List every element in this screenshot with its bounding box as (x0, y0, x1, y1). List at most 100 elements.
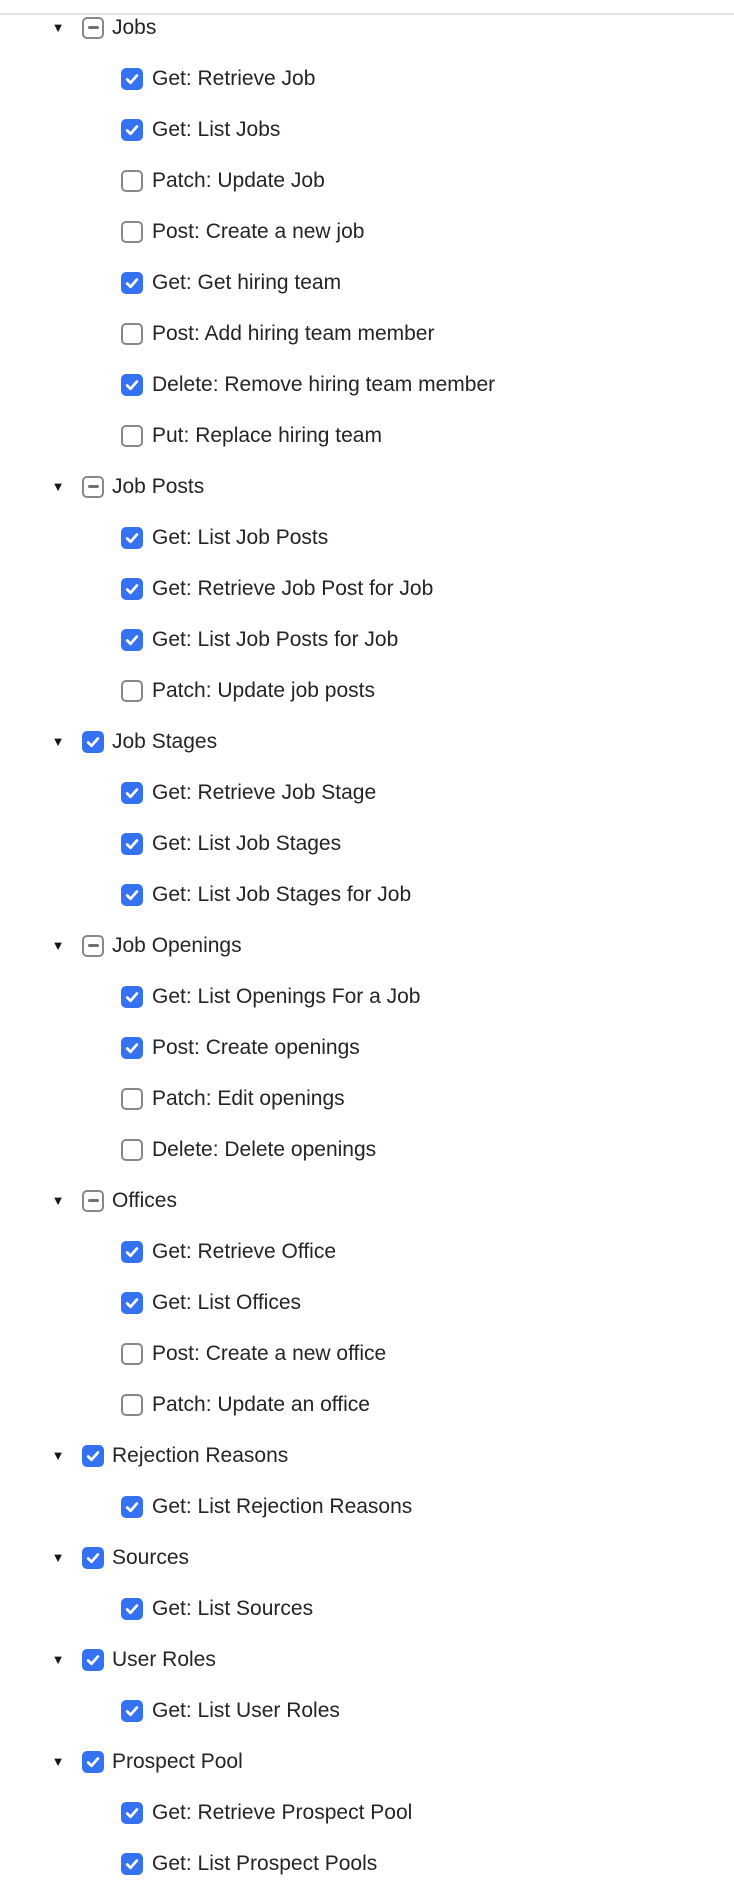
checkmark-icon (86, 1450, 100, 1461)
endpoint-checkbox[interactable] (121, 628, 143, 651)
tree-section-row[interactable]: ▼Jobs (0, 2, 495, 53)
endpoint-checkbox[interactable] (121, 1240, 143, 1263)
endpoint-checkbox[interactable] (121, 1393, 143, 1416)
endpoint-checkbox[interactable] (121, 1699, 143, 1722)
endpoint-checkbox[interactable] (121, 118, 143, 141)
tree-endpoint-row[interactable]: Post: Add hiring team member (0, 308, 495, 359)
top-divider (0, 13, 734, 15)
tree-endpoint-row[interactable]: Get: List Job Stages (0, 818, 495, 869)
triangle-down-icon[interactable]: ▼ (51, 734, 65, 749)
endpoint-checkbox[interactable] (121, 1597, 143, 1620)
checkmark-icon (125, 1042, 139, 1053)
checkmark-icon (125, 532, 139, 543)
endpoint-checkbox[interactable] (121, 1342, 143, 1365)
tree-endpoint-row[interactable]: Get: Retrieve Job (0, 53, 495, 104)
endpoint-checkbox[interactable] (121, 832, 143, 855)
endpoint-checkbox[interactable] (121, 1036, 143, 1059)
tree-section-row[interactable]: ▼Job Openings (0, 920, 495, 971)
endpoint-checkbox[interactable] (121, 1495, 143, 1518)
endpoint-checkbox[interactable] (121, 373, 143, 396)
triangle-down-icon[interactable]: ▼ (51, 1193, 65, 1208)
endpoint-checkbox[interactable] (121, 781, 143, 804)
tree-endpoint-row[interactable]: Get: List Sources (0, 1583, 495, 1634)
tree-section-row[interactable]: ▼Prospect Pool (0, 1736, 495, 1787)
tree-endpoint-row[interactable]: Patch: Update an office (0, 1379, 495, 1430)
tree-endpoint-row[interactable]: Patch: Edit openings (0, 1073, 495, 1124)
triangle-down-icon[interactable]: ▼ (51, 1550, 65, 1565)
tree-endpoint-row[interactable]: Get: List Offices (0, 1277, 495, 1328)
tree-endpoint-row[interactable]: Get: List Openings For a Job (0, 971, 495, 1022)
endpoint-checkbox[interactable] (121, 883, 143, 906)
tree-endpoint-row[interactable]: Get: Retrieve Office (0, 1226, 495, 1277)
tree-section-row[interactable]: ▼Job Stages (0, 716, 495, 767)
tree-section-row[interactable]: ▼Rejection Reasons (0, 1430, 495, 1481)
endpoint-checkbox[interactable] (121, 220, 143, 243)
triangle-down-icon[interactable]: ▼ (51, 1652, 65, 1667)
endpoint-checkbox[interactable] (121, 424, 143, 447)
tree-endpoint-row[interactable]: Get: List Job Posts for Job (0, 614, 495, 665)
triangle-down-icon[interactable]: ▼ (51, 479, 65, 494)
triangle-down-icon[interactable]: ▼ (51, 1754, 65, 1769)
tree-endpoint-row[interactable]: Post: Create openings (0, 1022, 495, 1073)
endpoint-checkbox[interactable] (121, 985, 143, 1008)
tree-endpoint-row[interactable]: Get: List Job Posts (0, 512, 495, 563)
tree-endpoint-row[interactable]: Patch: Update job posts (0, 665, 495, 716)
tree-endpoint-row[interactable]: Get: List Jobs (0, 104, 495, 155)
triangle-down-icon[interactable]: ▼ (51, 938, 65, 953)
tree-endpoint-row[interactable]: Get: List Prospect Pools (0, 1838, 495, 1889)
tree-endpoint-row[interactable]: Get: List Job Stages for Job (0, 869, 495, 920)
endpoint-label: Get: List Openings For a Job (152, 984, 421, 1008)
checkmark-icon (86, 736, 100, 747)
tree-endpoint-row[interactable]: Get: Retrieve Job Post for Job (0, 563, 495, 614)
section-checkbox[interactable] (82, 16, 104, 39)
tree-endpoint-row[interactable]: Get: List User Roles (0, 1685, 495, 1736)
endpoint-label: Post: Add hiring team member (152, 321, 435, 345)
endpoint-checkbox[interactable] (121, 1801, 143, 1824)
endpoint-checkbox[interactable] (121, 1291, 143, 1314)
tree-endpoint-row[interactable]: Get: List Rejection Reasons (0, 1481, 495, 1532)
endpoint-checkbox[interactable] (121, 271, 143, 294)
checkmark-icon (125, 991, 139, 1002)
endpoint-checkbox[interactable] (121, 1852, 143, 1875)
section-checkbox[interactable] (82, 475, 104, 498)
tree-endpoint-row[interactable]: Post: Create a new job (0, 206, 495, 257)
section-checkbox[interactable] (82, 1444, 104, 1467)
checkmark-icon (86, 1552, 100, 1563)
section-checkbox[interactable] (82, 934, 104, 957)
triangle-down-icon[interactable]: ▼ (51, 1448, 65, 1463)
section-checkbox[interactable] (82, 1189, 104, 1212)
tree-endpoint-row[interactable]: Delete: Remove hiring team member (0, 359, 495, 410)
endpoint-checkbox[interactable] (121, 577, 143, 600)
tree-endpoint-row[interactable]: Get: Get hiring team (0, 257, 495, 308)
endpoint-checkbox[interactable] (121, 67, 143, 90)
tree-endpoint-row[interactable]: Get: Retrieve Job Stage (0, 767, 495, 818)
endpoint-checkbox[interactable] (121, 322, 143, 345)
tree-section-row[interactable]: ▼User Roles (0, 1634, 495, 1685)
endpoint-checkbox[interactable] (121, 1087, 143, 1110)
endpoint-label: Get: Retrieve Job Stage (152, 780, 377, 804)
section-checkbox[interactable] (82, 1546, 104, 1569)
tree-endpoint-row[interactable]: Delete: Delete openings (0, 1124, 495, 1175)
endpoint-label: Delete: Remove hiring team member (152, 372, 496, 396)
section-checkbox[interactable] (82, 1750, 104, 1773)
tree-section-row[interactable]: ▼Offices (0, 1175, 495, 1226)
endpoint-checkbox[interactable] (121, 526, 143, 549)
tree-endpoint-row[interactable]: Put: Replace hiring team (0, 410, 495, 461)
section-checkbox[interactable] (82, 730, 104, 753)
section-checkbox[interactable] (82, 1648, 104, 1671)
checkmark-icon (125, 1858, 139, 1869)
tree-endpoint-row[interactable]: Patch: Update Job (0, 155, 495, 206)
tree-section-row[interactable]: ▼Job Posts (0, 461, 495, 512)
triangle-down-icon[interactable]: ▼ (51, 20, 65, 35)
tree-section-row[interactable]: ▼Sources (0, 1532, 495, 1583)
endpoint-label: Patch: Update job posts (152, 678, 375, 702)
tree-endpoint-row[interactable]: Post: Create a new office (0, 1328, 495, 1379)
endpoint-checkbox[interactable] (121, 169, 143, 192)
endpoint-checkbox[interactable] (121, 1138, 143, 1161)
endpoint-checkbox[interactable] (121, 679, 143, 702)
checkmark-icon (125, 634, 139, 645)
checkmark-icon (125, 889, 139, 900)
tree-endpoint-row[interactable]: Get: Retrieve Prospect Pool (0, 1787, 495, 1838)
endpoint-label: Get: Retrieve Office (152, 1239, 337, 1263)
